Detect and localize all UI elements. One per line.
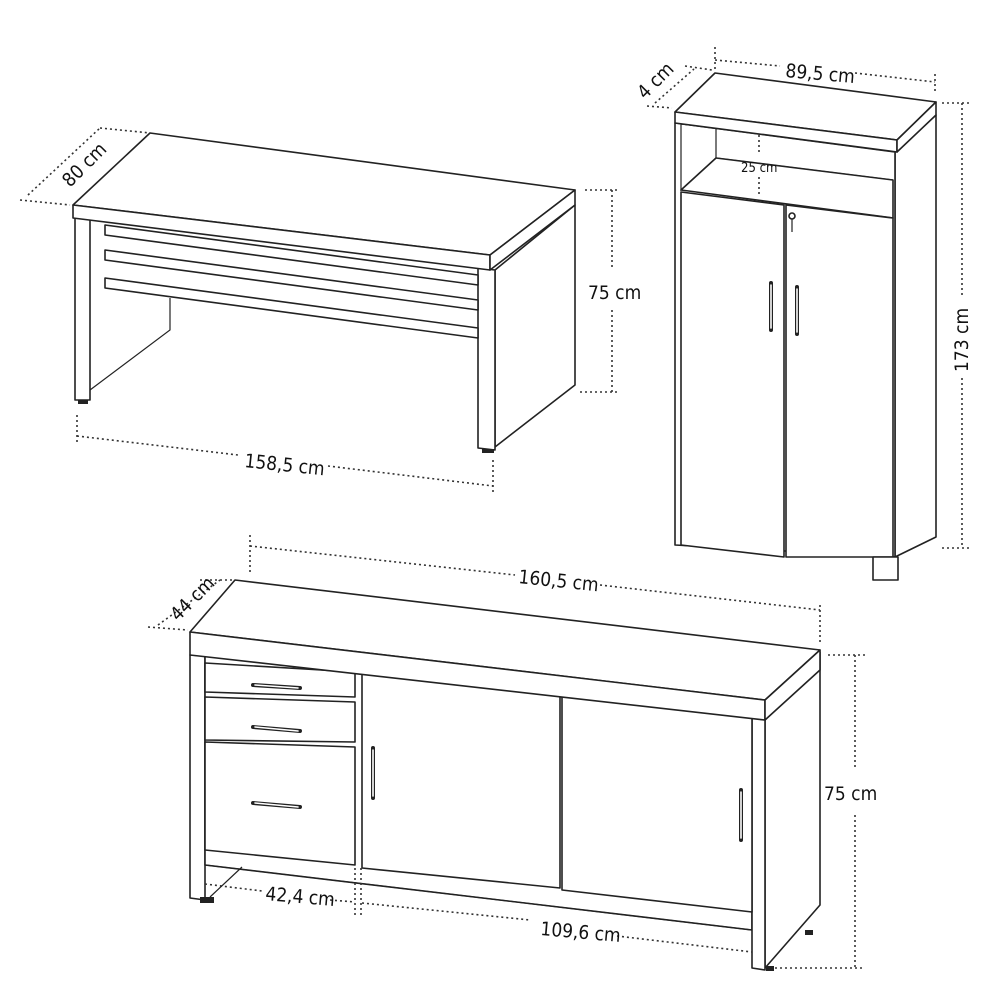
sideboard-left-leg — [189, 654, 206, 901]
cabinet-top-side — [896, 101, 937, 153]
sideboard-drawing: 160,5 cm 44 cm 75 cm 42,4 cm 109,6 cm — [147, 535, 877, 971]
cabinet-right-panel — [894, 114, 937, 558]
desk-slat — [104, 277, 479, 339]
cabinet-depth-dimension-line — [646, 65, 713, 109]
desk-right-leg-front — [477, 267, 496, 451]
desk-depth-dimension-line — [19, 127, 151, 206]
sideboard-width-label: 160,5 cm — [517, 566, 599, 596]
cabinet-height-dimension-line — [942, 102, 972, 549]
sideboard-width-dimension-line — [249, 535, 821, 645]
sideboard-height-dimension-line — [775, 654, 865, 969]
cabinet-left-door — [680, 191, 785, 558]
sideboard-left-door — [361, 671, 561, 889]
desk-width-label: 158,5 cm — [243, 450, 325, 480]
sideboard-height-label: 75 cm — [824, 783, 877, 805]
niche-height-label: 25 cm — [741, 161, 777, 176]
drawer — [204, 696, 356, 743]
sideboard-right-door — [561, 689, 753, 913]
door-section-width-label: 109,6 cm — [540, 918, 622, 947]
desk-left-leg-inner — [89, 298, 171, 391]
cabinet-foot — [872, 556, 899, 581]
desk-slat — [104, 224, 479, 286]
cabinet-drawing: 89,5 cm 4 cm 25 cm 173 cm — [630, 47, 973, 581]
desk-height-dimension-line — [580, 189, 620, 393]
cabinet-width-dimension-line — [714, 47, 936, 92]
sideboard-top-side — [764, 649, 821, 721]
cabinet-right-door — [785, 204, 894, 558]
sideboard-right-leg-front — [751, 717, 766, 971]
desk-drawing: 80 cm 75 cm 158,5 cm — [19, 127, 641, 492]
cabinet-height-label: 173 cm — [951, 308, 973, 372]
drawer-section-width-label: 42,4 cm — [265, 883, 336, 911]
desk-height-label: 75 cm — [588, 282, 641, 304]
desk-top-side — [489, 189, 576, 271]
sideboard-section-dimension-lines — [204, 868, 753, 953]
desk-left-leg — [74, 214, 91, 401]
desk-width-dimension-line — [76, 415, 494, 492]
desk-slat — [104, 249, 479, 311]
sideboard-depth-dimension-line — [147, 579, 232, 631]
drawer — [204, 662, 356, 698]
